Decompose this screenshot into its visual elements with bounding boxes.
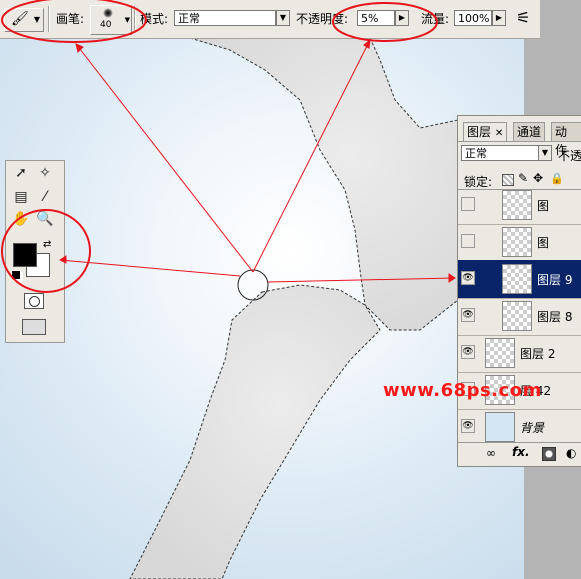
tab-channels[interactable]: 通道 (513, 122, 546, 141)
airbrush-icon[interactable]: ⚟ (516, 8, 531, 27)
eye-icon[interactable]: 👁 (461, 345, 475, 359)
tab-actions[interactable]: 动作 (551, 122, 581, 157)
flow-input[interactable]: 100% (454, 10, 492, 26)
divider (134, 6, 136, 32)
layer-thumbnail (485, 412, 515, 442)
layers-panel: 图层 ✕ 通道 动作 正常 ▼ 不透 锁定: ✎ ✥ 🔒 图图👁图层 9👁图层 … (457, 115, 581, 467)
brush-tip-icon (103, 8, 113, 18)
opacity-input[interactable]: 5% (357, 10, 395, 26)
flow-label: 流量: (421, 12, 450, 26)
divider (458, 189, 581, 190)
blend-mode-select[interactable]: 正常 (461, 145, 541, 161)
layer-name: 图 (537, 236, 550, 250)
eye-icon[interactable]: 👁 (461, 419, 475, 433)
watermark-text: www.68ps.com (383, 380, 542, 401)
visibility-toggle[interactable] (461, 382, 475, 396)
layer-row[interactable]: 层 42 (458, 371, 581, 410)
layer-thumbnail (502, 301, 532, 331)
layer-row[interactable]: 👁 图层 2 (458, 334, 581, 373)
eye-icon[interactable]: 👁 (461, 308, 475, 322)
layer-thumbnail (502, 190, 532, 220)
layer-row[interactable]: 👁 图层 9 (458, 260, 581, 299)
play-arrow-icon[interactable]: ▶ (395, 10, 409, 26)
foreground-color-swatch-top (13, 243, 37, 267)
layer-row[interactable]: 图 (458, 223, 581, 262)
chevron-down-icon: ▼ (33, 15, 40, 24)
lock-move-icon[interactable]: ✥ (533, 171, 544, 185)
layer-name: 背景 (520, 421, 545, 435)
mode-label: 模式: (140, 12, 169, 26)
custom-shape-icon[interactable]: ✧ (39, 165, 51, 181)
layer-thumbnail (502, 264, 532, 294)
lower-gray-shape (129, 284, 381, 579)
layer-opacity-label: 不透 (558, 149, 581, 163)
layer-row[interactable]: 👁 背景 (458, 408, 581, 446)
tab-layers[interactable]: 图层 ✕ (463, 122, 508, 141)
mode-select[interactable]: 正常 (174, 10, 276, 26)
canvas-artwork (129, 37, 459, 579)
link-layers-icon[interactable]: ∞ (486, 446, 496, 460)
move-tool-icon[interactable]: ➚ (15, 165, 27, 181)
adjustment-layer-icon[interactable]: ◐ (566, 446, 577, 460)
layer-row[interactable]: 👁 图层 8 (458, 297, 581, 336)
divider (458, 141, 581, 142)
upper-gray-shape (189, 37, 459, 331)
divider (48, 6, 50, 32)
default-colors-icon[interactable] (11, 270, 21, 280)
layer-style-fx-icon[interactable]: fx. (512, 445, 530, 459)
eye-icon[interactable]: 👁 (461, 271, 475, 285)
brush-size-value: 40 (100, 20, 112, 30)
screen-mode-icon[interactable] (22, 319, 46, 335)
play-arrow-icon[interactable]: ▶ (492, 10, 506, 26)
chevron-down-icon[interactable]: ▼ (276, 10, 290, 26)
tool-preset-picker[interactable]: 🖌 ▼ (4, 8, 44, 32)
layer-thumbnail (485, 338, 515, 368)
layer-name: 图层 8 (537, 310, 573, 324)
quick-mask-icon[interactable] (24, 293, 44, 309)
hand-icon[interactable]: ✋ (12, 211, 30, 227)
chevron-down-icon: ▼ (124, 16, 130, 24)
close-icon[interactable]: ✕ (494, 128, 504, 139)
brush-label: 画笔: (56, 12, 85, 26)
zoom-icon[interactable]: 🔍 (36, 211, 54, 227)
layer-name: 图层 2 (520, 347, 556, 361)
lock-transparency-icon[interactable] (502, 174, 514, 186)
layers-footer: ∞ fx. ◐ (458, 442, 581, 466)
visibility-toggle[interactable] (461, 234, 475, 248)
layer-row[interactable]: 图 (458, 190, 581, 225)
swap-colors-icon[interactable]: ⇄ (43, 239, 52, 250)
tab-layers-label: 图层 (467, 125, 492, 139)
add-mask-icon[interactable] (542, 447, 556, 461)
brush-cursor (237, 269, 269, 301)
lock-all-icon[interactable]: 🔒 (550, 172, 564, 185)
brush-picker[interactable]: 40 ▼ (90, 5, 132, 35)
tools-palette: ➚ ✧ ▤ ⁄ ✋ 🔍 ⇄ (5, 160, 65, 343)
lock-paint-icon[interactable]: ✎ (518, 171, 529, 185)
chevron-down-icon[interactable]: ▼ (538, 145, 552, 161)
options-bar: 🖌 ▼ 画笔: 40 ▼ 模式: 正常 ▼ 不透明度: 5% ▶ 流量: 100… (0, 0, 540, 39)
layer-thumbnail (502, 227, 532, 257)
layer-name: 图层 9 (537, 273, 573, 287)
opacity-label: 不透明度: (296, 12, 349, 26)
layer-thumbnail (485, 375, 515, 405)
lock-label: 锁定: (464, 175, 493, 189)
brush-tool-icon: 🖌 (11, 11, 29, 27)
document-canvas[interactable] (0, 0, 524, 579)
visibility-toggle[interactable] (461, 197, 475, 211)
eyedropper-icon[interactable]: ⁄ (43, 189, 47, 205)
layer-name: 层 42 (520, 384, 552, 398)
layer-name: 图 (537, 199, 550, 213)
notes-icon[interactable]: ▤ (14, 189, 28, 205)
